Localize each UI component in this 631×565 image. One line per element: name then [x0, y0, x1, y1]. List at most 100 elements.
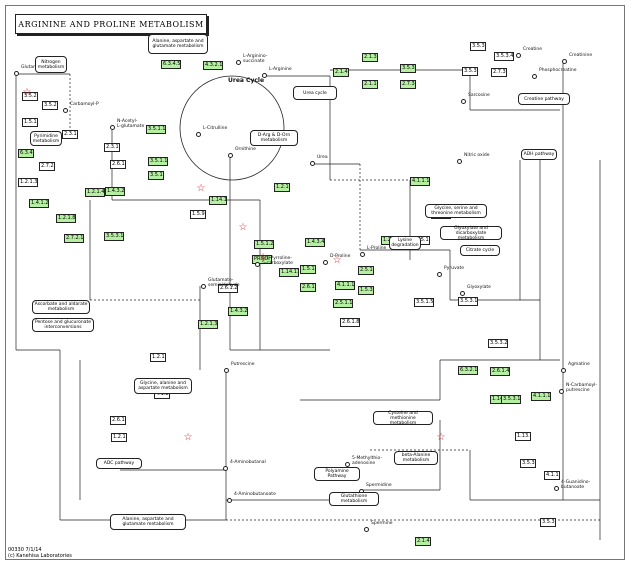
pathway-map-link[interactable]: Nitrogen metabolism — [35, 56, 67, 73]
enzyme-box[interactable]: 3.5.3.10 — [470, 42, 486, 51]
pathway-map-link[interactable]: Glycine, alanine and aspartate metabolis… — [134, 378, 192, 394]
enzyme-box[interactable]: 2.3.1.35 — [62, 130, 78, 139]
enzyme-box[interactable]: 3.5.2.14 — [42, 101, 58, 110]
enzyme-box[interactable]: 3.5.1.16 — [146, 125, 166, 134]
enzyme-box[interactable]: 1.14.13.39 — [209, 196, 227, 205]
compound-node[interactable] — [323, 260, 328, 265]
enzyme-box[interactable]: 3.5.3.11 — [104, 232, 124, 241]
compound-node[interactable] — [345, 462, 350, 467]
enzyme-box[interactable]: 3.5.2.10 — [22, 92, 38, 101]
enzyme-box[interactable]: 1.2.1.3 — [198, 320, 218, 329]
enzyme-box[interactable]: 2.1.3.3 — [362, 53, 378, 62]
enzyme-box[interactable]: 3.5.3.6 — [462, 67, 478, 76]
pathway-map-link[interactable]: Glycine, serine and threonine metabolism — [425, 204, 487, 218]
compound-node[interactable] — [310, 161, 315, 166]
enzyme-box[interactable]: 1.5.1.2 — [254, 240, 274, 249]
pathway-map-link[interactable]: ADH pathway — [521, 149, 557, 160]
enzyme-box[interactable]: 1.2.1.19 — [274, 183, 290, 192]
compound-node[interactable] — [262, 73, 267, 78]
enzyme-box[interactable]: 1.2.1.54 — [150, 353, 166, 362]
compound-node[interactable] — [554, 486, 559, 491]
compound-node[interactable] — [236, 60, 241, 65]
enzyme-box[interactable]: 2.6.1.81 — [110, 416, 126, 425]
enzyme-box[interactable]: 1.5.99.8 — [190, 210, 206, 219]
compound-node[interactable] — [457, 159, 462, 164]
pathway-map-link[interactable]: Cysteine and methionine metabolism — [373, 411, 433, 426]
enzyme-box[interactable]: 2.6.1.13 — [300, 283, 316, 292]
pathway-map-link[interactable]: Alanine, aspartate and glutamate metabol… — [110, 514, 186, 530]
pathway-map-link[interactable]: Creatine pathway — [518, 93, 570, 105]
compound-node[interactable] — [461, 99, 466, 104]
enzyme-box[interactable]: 4.1.1.75 — [544, 471, 560, 480]
enzyme-box[interactable]: 2.7.3.2 — [400, 80, 416, 89]
compound-node[interactable] — [532, 74, 537, 79]
enzyme-box[interactable]: 3.5.3.1 — [400, 64, 416, 73]
enzyme-box[interactable]: 2.5.1.22 — [358, 266, 374, 275]
enzyme-box[interactable]: 2.6.1.11 — [110, 160, 126, 169]
pathway-map-link[interactable]: Lysine degradation — [389, 236, 421, 250]
enzyme-box[interactable]: 1.4.3.4 — [305, 238, 325, 247]
enzyme-box[interactable]: 3.5.3.12 — [458, 297, 478, 306]
enzyme-box[interactable]: 3.5.1.53 — [414, 298, 434, 307]
compound-node[interactable] — [196, 132, 201, 137]
enzyme-box[interactable]: 1.5.3.16 — [358, 286, 374, 295]
enzyme-box[interactable]: 1.2.1.88 — [56, 214, 76, 223]
enzyme-box[interactable]: 1.2.1.41 — [85, 188, 105, 197]
pathway-map-link[interactable]: Polyamine Pathway — [314, 467, 360, 481]
enzyme-box[interactable]: 3.5.1.16 — [148, 171, 164, 180]
enzyme-box[interactable]: 1.5.1.19 — [22, 118, 38, 127]
compound-node[interactable] — [460, 291, 465, 296]
enzyme-box[interactable]: 6.3.4.16 — [18, 149, 34, 158]
compound-node[interactable] — [223, 466, 228, 471]
compound-node[interactable] — [561, 368, 566, 373]
enzyme-box[interactable]: 6.3.4.5 — [161, 60, 181, 69]
enzyme-box[interactable]: 3.5.3.23 — [488, 339, 508, 348]
pathway-map-link[interactable]: Ascorbate and aldarate metabolism — [32, 300, 90, 314]
enzyme-box[interactable]: 4.1.1.19 — [531, 392, 551, 401]
compound-node[interactable] — [562, 59, 567, 64]
compound-node[interactable] — [437, 272, 442, 277]
enzyme-box[interactable]: 2.6.1.44 — [490, 367, 510, 376]
enzyme-box[interactable]: 3.5.3.7 — [520, 459, 536, 468]
enzyme-box[interactable]: 1.5.1.2 — [300, 265, 316, 274]
compound-node[interactable] — [228, 153, 233, 158]
enzyme-box[interactable]: 2.1.4.1 — [333, 68, 349, 77]
enzyme-box[interactable]: 4.3.2.1 — [203, 61, 223, 70]
enzyme-box[interactable]: 2.7.3.3 — [491, 68, 507, 77]
enzyme-box[interactable]: 4.1.1.17 — [335, 281, 355, 290]
compound-node[interactable] — [110, 125, 115, 130]
enzyme-box[interactable]: 1.2.1.38 — [18, 178, 38, 187]
enzyme-box[interactable]: 4.1.1.19 — [410, 177, 430, 186]
compound-node[interactable] — [227, 498, 232, 503]
enzyme-box[interactable]: 2.3.1.1 — [104, 143, 120, 152]
compound-node[interactable] — [201, 284, 206, 289]
pathway-map-link[interactable]: Citrate cycle — [460, 245, 500, 256]
enzyme-box[interactable]: 3.5.3.4 — [494, 52, 514, 61]
compound-node[interactable] — [360, 252, 365, 257]
enzyme-box[interactable]: 2.6.1.82 — [340, 318, 360, 327]
enzyme-box[interactable]: 1.13.12.1 — [515, 432, 531, 441]
compound-node[interactable] — [63, 108, 68, 113]
compound-node[interactable] — [255, 262, 260, 267]
pathway-map-link[interactable]: Glutathione metabolism — [329, 492, 379, 506]
compound-node[interactable] — [559, 389, 564, 394]
enzyme-box[interactable]: 2.6.1.29 — [218, 284, 238, 293]
enzyme-box[interactable]: 2.5.1.16 — [333, 299, 353, 308]
enzyme-box[interactable]: 2.7.2.11 — [64, 234, 84, 243]
pathway-map-link[interactable]: Glyoxylate and dicarboxylate metabolism — [440, 226, 502, 241]
enzyme-box[interactable]: 1.4.3.2 — [105, 187, 125, 196]
compound-node[interactable] — [14, 71, 19, 76]
pathway-map-link[interactable]: beta-Alanine metabolism — [394, 451, 438, 465]
pathway-map-link[interactable]: D-Arg & D-Orn metabolism — [250, 130, 298, 146]
pathway-map-link[interactable]: ADC pathway — [96, 458, 142, 469]
pathway-map-link[interactable]: Urea cycle — [293, 86, 337, 100]
enzyme-box[interactable]: PRODH — [252, 255, 272, 264]
enzyme-box[interactable]: 1.4.3.22 — [228, 307, 248, 316]
compound-node[interactable] — [224, 368, 229, 373]
enzyme-box[interactable]: 1.2.1.71 — [111, 433, 127, 442]
enzyme-box[interactable]: 2.1.4.1 — [415, 537, 431, 546]
enzyme-box[interactable]: 2.1.1.2 — [362, 80, 378, 89]
enzyme-box[interactable]: 6.3.2.11 — [458, 366, 478, 375]
enzyme-box[interactable]: 3.5.1.14 — [148, 157, 168, 166]
pathway-map-link[interactable]: Pyrimidine metabolism — [30, 131, 62, 146]
